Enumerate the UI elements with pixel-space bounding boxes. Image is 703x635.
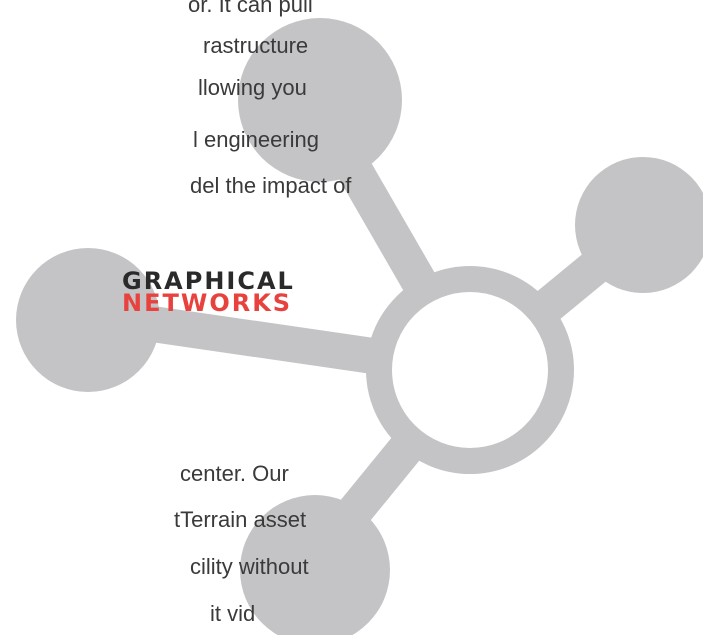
node-top: [238, 18, 402, 182]
logo-line-2: NETWORKS: [122, 289, 293, 317]
paragraph-line: rastructure: [203, 33, 309, 58]
graphical-networks-logo: GRAPHICAL NETWORKS: [122, 267, 295, 317]
paragraph-line: l engineering: [193, 127, 319, 152]
paragraph-line: cility without: [190, 554, 309, 579]
node-bottom: [240, 495, 390, 635]
node-right: [575, 157, 703, 293]
logo-line-1: GRAPHICAL: [122, 267, 295, 295]
paragraph-line: or. It can pull: [188, 0, 313, 17]
paragraph-line: llowing you: [198, 75, 307, 100]
paragraph-line: tTerrain asset: [174, 507, 307, 532]
node-left: [16, 248, 160, 392]
paragraph-line: del the impact of: [190, 173, 352, 198]
hub-ring: [366, 266, 574, 474]
paragraph-line: center. Our: [180, 461, 289, 486]
paragraph-line: it vid: [210, 601, 256, 626]
